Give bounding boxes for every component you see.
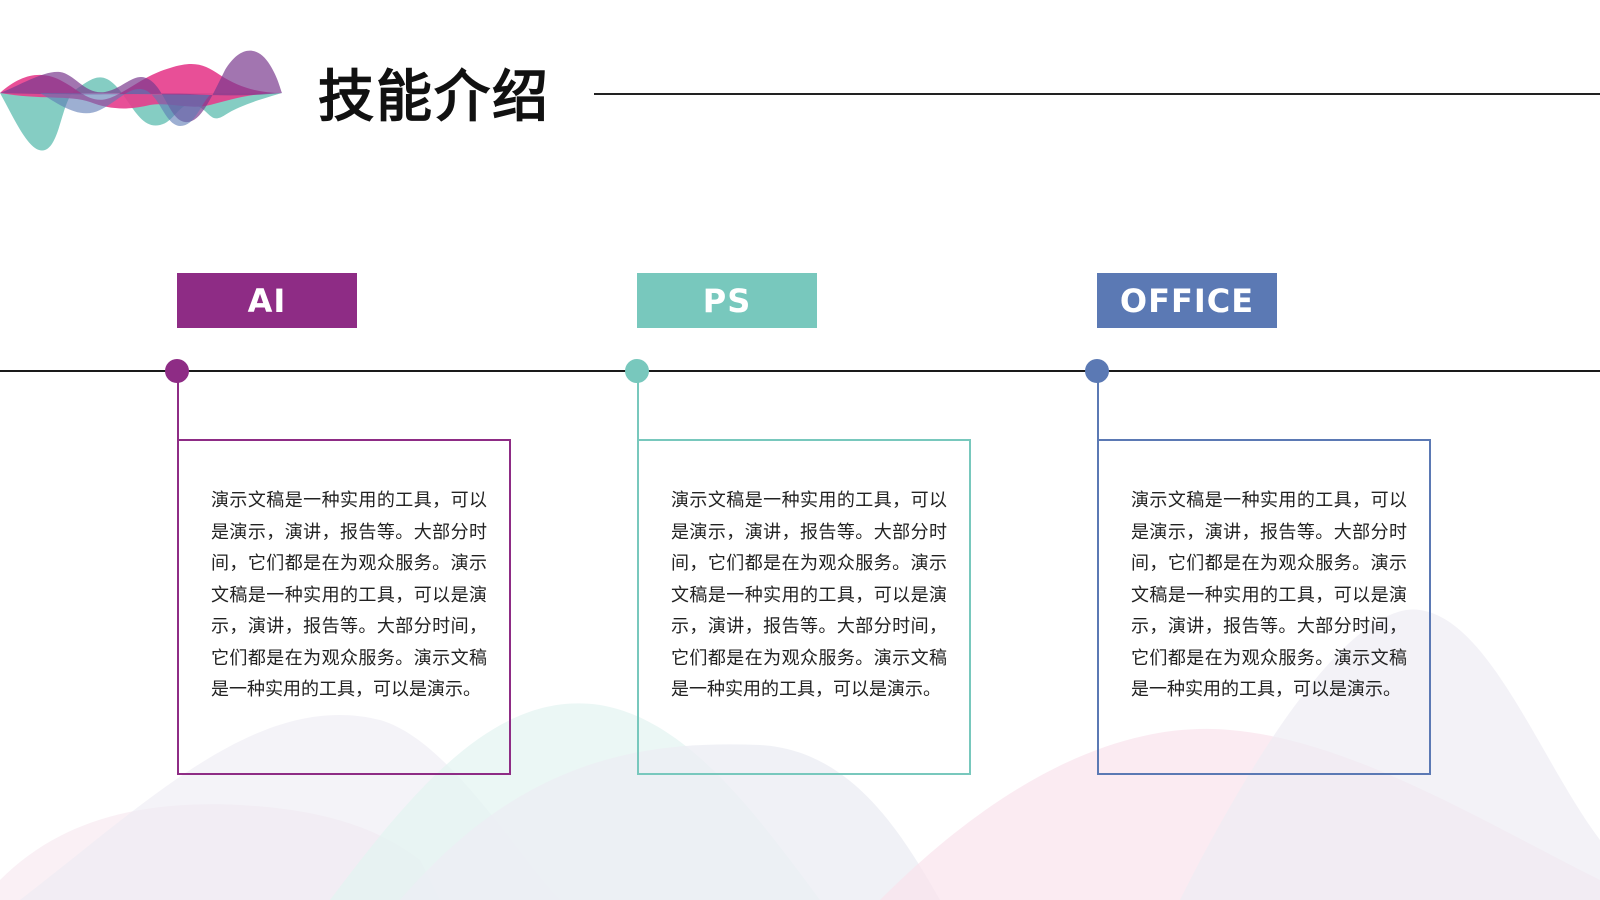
skill-description-ps: 演示文稿是一种实用的工具，可以是演示，演讲，报告等。大部分时间，它们都是在为观众…: [671, 490, 947, 700]
bg-wave-mid-gray: [400, 744, 940, 900]
connector-office: [1097, 380, 1099, 441]
logo-wave-purple: [0, 50, 282, 123]
title-divider: [594, 93, 1600, 95]
timeline-dot-ai: [165, 359, 189, 383]
timeline-dot-office: [1085, 359, 1109, 383]
skill-label-ai: AI: [177, 273, 357, 328]
timeline-dot-ps: [625, 359, 649, 383]
logo-wave-blue: [40, 89, 210, 126]
timeline-line: [0, 370, 1600, 372]
page-title: 技能介绍: [318, 65, 550, 130]
connector-ai: [177, 380, 179, 441]
bg-wave-right-lavender: [1180, 609, 1600, 900]
skill-card-office: 演示文稿是一种实用的工具，可以是演示，演讲，报告等。大部分时间，它们都是在为观众…: [1097, 439, 1431, 775]
skill-card-ai: 演示文稿是一种实用的工具，可以是演示，演讲，报告等。大部分时间，它们都是在为观众…: [177, 439, 511, 775]
logo-wave-graphic: [0, 50, 282, 151]
skill-description-office: 演示文稿是一种实用的工具，可以是演示，演讲，报告等。大部分时间，它们都是在为观众…: [1131, 490, 1407, 700]
skill-card-ps: 演示文稿是一种实用的工具，可以是演示，演讲，报告等。大部分时间，它们都是在为观众…: [637, 439, 971, 775]
skill-label-ps: PS: [637, 273, 817, 328]
connector-ps: [637, 380, 639, 441]
skill-label-office: OFFICE: [1097, 273, 1277, 328]
skill-description-ai: 演示文稿是一种实用的工具，可以是演示，演讲，报告等。大部分时间，它们都是在为观众…: [211, 490, 487, 700]
